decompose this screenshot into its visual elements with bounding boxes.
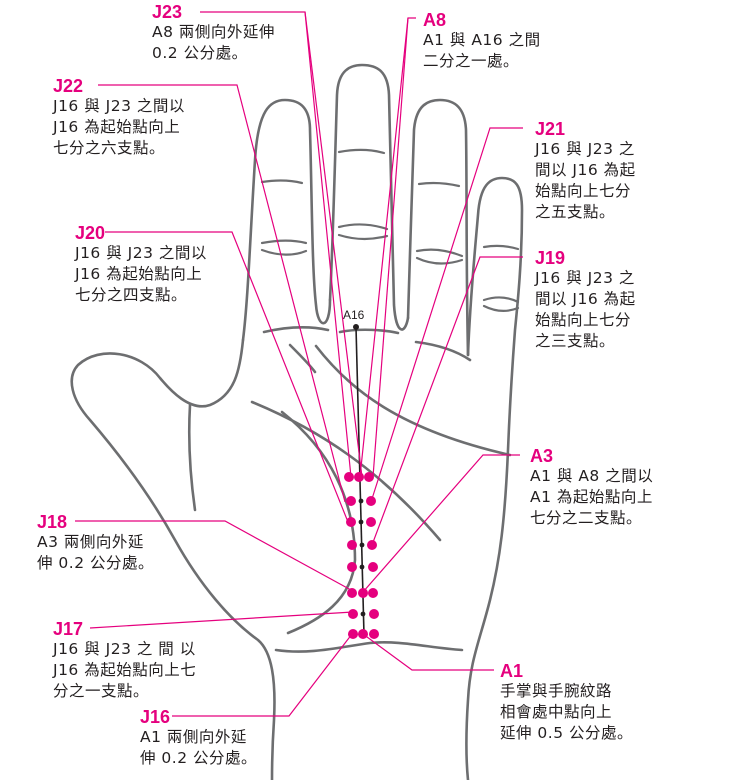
callout-code: J17 — [53, 619, 84, 639]
hand-outline — [70, 63, 524, 780]
callout-text: A1 與 A8 之間以 — [530, 467, 654, 485]
acupoint-dots — [344, 472, 379, 639]
callout-text: J16 為起始點向上 — [53, 118, 181, 136]
callout-text: 七分之四支點。 — [75, 286, 188, 304]
a16-reference-label: A16 — [343, 308, 365, 322]
callout-text: J16 為起始點向上 — [75, 265, 203, 283]
callout-code: A1 — [500, 661, 524, 681]
callout-text: J16 與 J23 之 — [535, 269, 635, 287]
callout-text: 間以 J16 為起 — [535, 161, 636, 179]
callout-code: J19 — [535, 248, 566, 268]
callout-text: 之三支點。 — [535, 332, 616, 350]
callout-code: J21 — [535, 119, 566, 139]
callout-code: J22 — [53, 76, 84, 96]
callout-j21: J21 J16 與 J23 之 間以 J16 為起 始點向上七分 之五支點。 — [535, 119, 636, 223]
callout-j23: J23 A8 兩側向外延伸 0.2 公分處。 — [152, 2, 275, 64]
callout-j20: J20 J16 與 J23 之間以 J16 為起始點向上 七分之四支點。 — [75, 223, 207, 306]
callout-j18: J18 A3 兩側向外延 伸 0.2 公分處。 — [37, 512, 154, 574]
callout-code: J23 — [152, 2, 183, 22]
callout-text: A1 兩側向外延 — [140, 728, 247, 746]
callout-code: J16 — [140, 707, 171, 727]
callout-code: J20 — [75, 223, 106, 243]
callout-j19: J19 J16 與 J23 之 間以 J16 為起 始點向上七分 之三支點。 — [535, 248, 636, 352]
callout-text: 七分之六支點。 — [53, 139, 166, 157]
callout-text: 二分之一處。 — [423, 52, 520, 70]
callout-code: A3 — [530, 446, 554, 466]
callout-text: 伸 0.2 公分處。 — [140, 749, 258, 767]
callout-text: J16 與 J23 之 間 以 — [53, 640, 196, 658]
callout-code: J18 — [37, 512, 68, 532]
callout-text: J16 與 J23 之間以 — [75, 244, 207, 262]
callout-text: A1 與 A16 之間 — [423, 31, 541, 49]
callout-text: J16 與 J23 之間以 — [53, 97, 185, 115]
callout-j17: J17 J16 與 J23 之 間 以 J16 為起始點向上七 分之一支點。 — [53, 619, 196, 702]
callout-a3: A3 A1 與 A8 之間以 A1 為起始點向上 七分之二支點。 — [530, 446, 653, 529]
callout-j16: J16 A1 兩側向外延 伸 0.2 公分處。 — [140, 707, 257, 769]
callout-text: J16 與 J23 之 — [535, 140, 635, 158]
callout-text: 伸 0.2 公分處。 — [37, 554, 155, 572]
callout-text: 之五支點。 — [535, 203, 616, 221]
callout-text: 相會處中點向上 — [500, 703, 613, 721]
leader-lines — [75, 11, 523, 717]
callout-a1: A1 手掌與手腕紋路 相會處中點向上 延伸 0.5 公分處。 — [500, 661, 633, 744]
callout-text: 七分之二支點。 — [530, 509, 643, 527]
callout-text: 手掌與手腕紋路 — [500, 682, 613, 700]
callout-text: A8 兩側向外延伸 — [152, 23, 275, 41]
callout-a8: A8 A1 與 A16 之間 二分之一處。 — [423, 10, 541, 72]
callout-text: 延伸 0.5 公分處。 — [500, 724, 634, 742]
callout-text: A3 兩側向外延 — [37, 533, 144, 551]
callout-text: 始點向上七分 — [535, 182, 632, 200]
callout-text: 間以 J16 為起 — [535, 290, 636, 308]
axis-tick-dots — [358, 498, 366, 617]
callout-code: A8 — [423, 10, 447, 30]
callout-text: 始點向上七分 — [535, 311, 632, 329]
callout-text: 0.2 公分處。 — [152, 44, 248, 62]
callout-text: 分之一支點。 — [53, 682, 150, 700]
finger-creases — [260, 148, 520, 312]
callout-text: J16 為起始點向上七 — [53, 661, 197, 679]
callout-text: A1 為起始點向上 — [530, 488, 653, 506]
callout-j22: J22 J16 與 J23 之間以 J16 為起始點向上 七分之六支點。 — [53, 76, 185, 159]
